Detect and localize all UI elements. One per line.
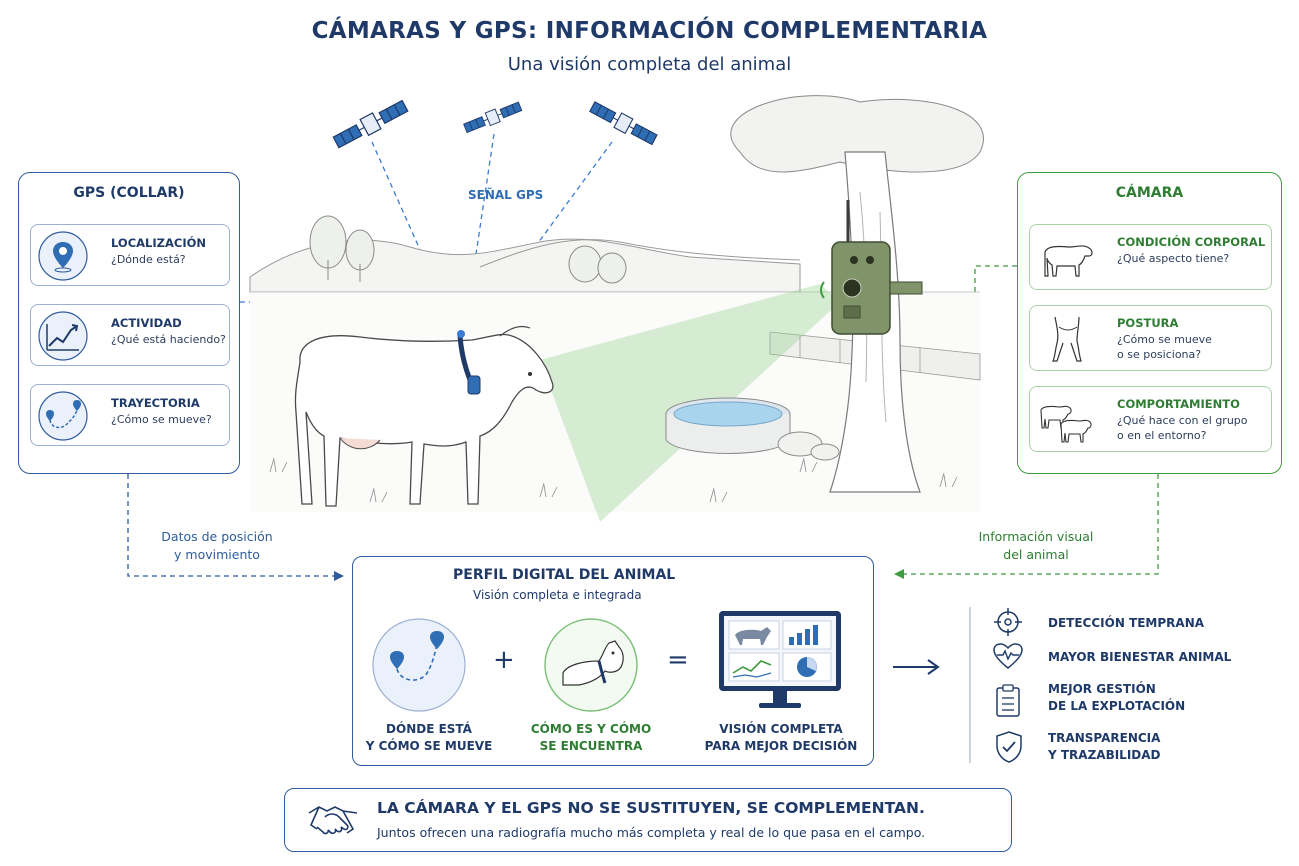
cow-body-icon (1044, 245, 1093, 277)
gps-trajectory-icon (372, 618, 466, 712)
profile-caption-camera: CÓMO ES Y CÓMO SE ENCUENTRA (521, 721, 661, 755)
position-data-label: Datos de posición y movimiento (150, 528, 284, 564)
camera-item-desc: ¿Qué aspecto tiene? (1117, 251, 1229, 266)
gps-item-trayectoria: TRAYECTORIA ¿Cómo se mueve? (30, 384, 230, 446)
benefit-bienestar-animal: MAYOR BIENESTAR ANIMAL (1048, 649, 1231, 666)
profile-subtitle: Visión completa e integrada (473, 588, 642, 602)
camera-item-desc-line: ¿Qué aspecto tiene? (1117, 252, 1230, 265)
left-flow-line (127, 474, 336, 577)
trail-camera (820, 200, 923, 335)
camera-item-postura: POSTURA ¿Cómo se mueve o se posiciona? (1029, 305, 1272, 371)
caption-line: SE ENCUENTRA (539, 739, 643, 753)
caption-line: Y CÓMO SE MUEVE (365, 739, 493, 753)
benefit-label-line: DETECCIÓN TEMPRANA (1048, 616, 1205, 630)
profile-caption-vision: VISIÓN COMPLETA PARA MEJOR DECISIÓN (699, 721, 863, 755)
target-icon (994, 608, 1022, 636)
caption-line: DÓNDE ESTÁ (386, 722, 472, 736)
gps-item-title: ACTIVIDAD (111, 316, 182, 330)
gps-collar-panel: GPS (COLLAR) LOCALIZACIÓN ¿Dónde está? A… (18, 172, 240, 474)
cow-group-icon (1040, 405, 1092, 443)
monitor-dashboard-icon (719, 611, 841, 708)
plus-sign: + (493, 645, 515, 675)
camera-item-desc-line: o en el entorno? (1117, 429, 1207, 442)
banner-text: Juntos ofrecen una radiografía mucho más… (377, 825, 926, 840)
profile-title: PERFIL DIGITAL DEL ANIMAL (453, 567, 676, 583)
camera-item-desc: ¿Cómo se mueve o se posiciona? (1117, 332, 1212, 362)
camera-item-title: COMPORTAMIENTO (1117, 397, 1240, 411)
benefit-label-line: MEJOR GESTIÓN (1048, 682, 1156, 696)
farm-scene-illustration (249, 95, 984, 522)
camera-item-desc: ¿Qué hace con el grupo o en el entorno? (1117, 413, 1248, 443)
flow-label-line: Datos de posición (161, 529, 273, 544)
satellite-icon (332, 100, 409, 149)
equals-sign: = (667, 645, 689, 675)
benefit-label-line: TRANSPARENCIA (1048, 731, 1161, 745)
gps-item-title: LOCALIZACIÓN (111, 236, 206, 250)
benefit-deteccion-temprana: DETECCIÓN TEMPRANA (1048, 615, 1204, 632)
camera-item-title: CONDICIÓN CORPORAL (1117, 235, 1266, 249)
satellite-icon (463, 101, 523, 134)
camera-item-title: POSTURA (1117, 316, 1179, 330)
background-trees (309, 215, 627, 284)
camera-item-comportamiento: COMPORTAMIENTO ¿Qué hace con el grupo o … (1029, 386, 1272, 452)
gps-item-desc: ¿Cómo se mueve? (111, 412, 212, 427)
benefit-label-line: Y TRAZABILIDAD (1048, 748, 1161, 762)
gps-item-title: TRAYECTORIA (111, 396, 200, 410)
caption-line: VISIÓN COMPLETA (719, 722, 843, 736)
benefit-label-line: DE LA EXPLOTACIÓN (1048, 699, 1186, 713)
gps-item-desc: ¿Qué está haciendo? (111, 332, 226, 347)
camera-item-desc-line: ¿Cómo se mueve (1117, 333, 1212, 346)
page-subtitle: Una visión completa del animal (507, 54, 792, 75)
cow-illustration (294, 325, 554, 507)
right-flow-arrow (894, 569, 904, 579)
gps-item-localizacion: LOCALIZACIÓN ¿Dónde está? (30, 224, 230, 286)
caption-line: PARA MEJOR DECISIÓN (704, 739, 858, 753)
satellite-icon (589, 101, 658, 146)
cow-legs-icon (1052, 316, 1082, 362)
clipboard-icon (996, 684, 1020, 717)
gps-item-desc-line: ¿Qué está haciendo? (111, 333, 226, 346)
right-flow-line (902, 474, 1159, 575)
water-trough (665, 397, 791, 454)
digital-profile-panel: PERFIL DIGITAL DEL ANIMAL Visión complet… (352, 556, 874, 766)
shield-check-icon (996, 731, 1022, 763)
flow-label-line: Información visual (978, 529, 1094, 544)
left-flow-arrow (334, 571, 344, 581)
benefit-transparencia-trazabilidad: TRANSPARENCIA Y TRAZABILIDAD (1048, 730, 1161, 764)
gps-signal-line (463, 133, 495, 335)
camera-item-desc-line: o se posiciona? (1117, 348, 1202, 361)
location-pin-icon (38, 231, 88, 281)
flow-label-line: y movimiento (174, 547, 260, 562)
gps-item-desc-line: ¿Cómo se mueve? (111, 413, 212, 426)
camera-panel: CÁMARA CONDICIÓN CORPORAL ¿Qué aspecto t… (1017, 172, 1282, 474)
caption-line: CÓMO ES Y CÓMO (530, 722, 652, 736)
handshake-icon (308, 806, 358, 835)
cow-head-icon (544, 618, 638, 712)
page-title: CÁMARAS Y GPS: INFORMACIÓN COMPLEMENTARI… (311, 18, 988, 44)
banner-title: LA CÁMARA Y EL GPS NO SE SUSTITUYEN, SE … (377, 799, 925, 817)
gps-item-actividad: ACTIVIDAD ¿Qué está haciendo? (30, 304, 230, 366)
gps-item-desc-line: ¿Dónde está? (111, 253, 186, 266)
visual-info-label: Información visual del animal (968, 528, 1104, 564)
rocks (777, 431, 840, 461)
gps-panel-title: GPS (COLLAR) (73, 185, 185, 201)
profile-caption-gps: DÓNDE ESTÁ Y CÓMO SE MUEVE (359, 721, 499, 755)
hill-ridge (479, 239, 801, 268)
flow-label-line: del animal (1003, 547, 1069, 562)
benefit-label-line: MAYOR BIENESTAR ANIMAL (1048, 650, 1232, 664)
camera-item-desc-line: ¿Qué hace con el grupo (1117, 414, 1248, 427)
trajectory-icon (38, 391, 88, 441)
heart-pulse-icon (993, 643, 1023, 669)
benefit-gestion-explotacion: MEJOR GESTIÓN DE LA EXPLOTACIÓN (1048, 681, 1185, 715)
camera-panel-title: CÁMARA (1115, 185, 1184, 201)
benefit-arrowhead (927, 659, 940, 675)
gps-item-desc: ¿Dónde está? (111, 252, 186, 267)
camera-item-condicion-corporal: CONDICIÓN CORPORAL ¿Qué aspecto tiene? (1029, 224, 1272, 290)
activity-chart-icon (38, 311, 88, 361)
gps-signal-label: SEÑAL GPS (468, 188, 544, 202)
conclusion-banner: LA CÁMARA Y EL GPS NO SE SUSTITUYEN, SE … (284, 788, 1012, 852)
